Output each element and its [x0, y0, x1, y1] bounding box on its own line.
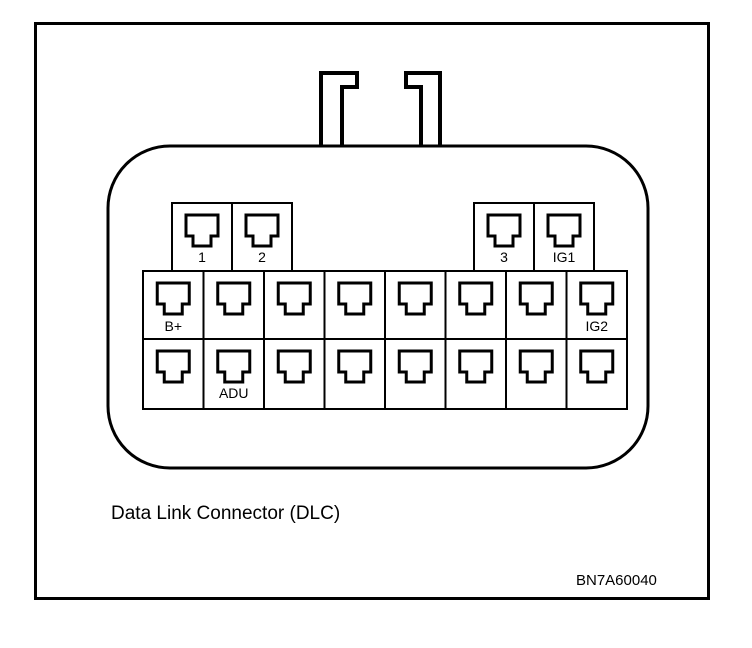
terminal-cavity [458, 349, 494, 384]
terminal-ig2: IG2 [565, 270, 628, 340]
terminal-cavity [579, 349, 615, 384]
diagram-caption: Data Link Connector (DLC) [111, 503, 341, 524]
terminal-unlabeled [505, 338, 568, 410]
terminal-label: IG1 [553, 249, 576, 265]
terminal-cavity [337, 281, 373, 316]
terminal-2: 2 [231, 202, 293, 272]
terminal-cavity [546, 213, 582, 248]
terminal-cavity [518, 349, 554, 384]
terminal-label: IG2 [585, 318, 608, 334]
terminal-cavity [155, 349, 191, 384]
terminal-cavity [216, 281, 252, 316]
terminal-unlabeled [444, 270, 507, 340]
terminal-label: 1 [198, 249, 206, 265]
terminal-unlabeled [384, 270, 447, 340]
terminal-1: 1 [171, 202, 233, 272]
terminal-cavity [397, 281, 433, 316]
terminal-unlabeled [263, 338, 326, 410]
terminal-cavity [518, 281, 554, 316]
connector-latch-right [404, 71, 442, 146]
terminal-b: B+ [142, 270, 205, 340]
terminal-label: 2 [258, 249, 266, 265]
terminal-unlabeled [565, 338, 628, 410]
connector-latch [319, 71, 359, 146]
terminal-cell [505, 270, 568, 340]
terminal-label: B+ [164, 318, 182, 334]
terminal-cavity [397, 349, 433, 384]
terminal-cavity [579, 281, 615, 316]
terminal-cavity [216, 349, 252, 384]
terminal-cell [444, 270, 507, 340]
terminal-cavity [276, 281, 312, 316]
terminal-cavity [337, 349, 373, 384]
terminal-cavity [155, 281, 191, 316]
terminal-unlabeled [202, 270, 265, 340]
terminal-adu: ADU [202, 338, 265, 410]
terminal-unlabeled [323, 338, 386, 410]
terminal-cavity [244, 213, 280, 248]
terminal-cell [263, 270, 326, 340]
terminal-unlabeled [323, 270, 386, 340]
terminal-cell [202, 270, 265, 340]
terminal-label: 3 [500, 249, 508, 265]
terminal-3: 3 [473, 202, 535, 272]
terminal-ig1: IG1 [533, 202, 595, 272]
terminal-cell [384, 270, 447, 340]
terminal-unlabeled [444, 338, 507, 410]
terminal-unlabeled [263, 270, 326, 340]
terminal-unlabeled [384, 338, 447, 410]
terminal-cavity [184, 213, 220, 248]
terminal-cavity [486, 213, 522, 248]
terminal-unlabeled [505, 270, 568, 340]
terminal-label: ADU [219, 385, 249, 401]
terminal-cell [323, 270, 386, 340]
terminal-cavity [458, 281, 494, 316]
terminal-cavity [276, 349, 312, 384]
figure-id: BN7A60040 [576, 572, 657, 589]
terminal-unlabeled [142, 338, 205, 410]
